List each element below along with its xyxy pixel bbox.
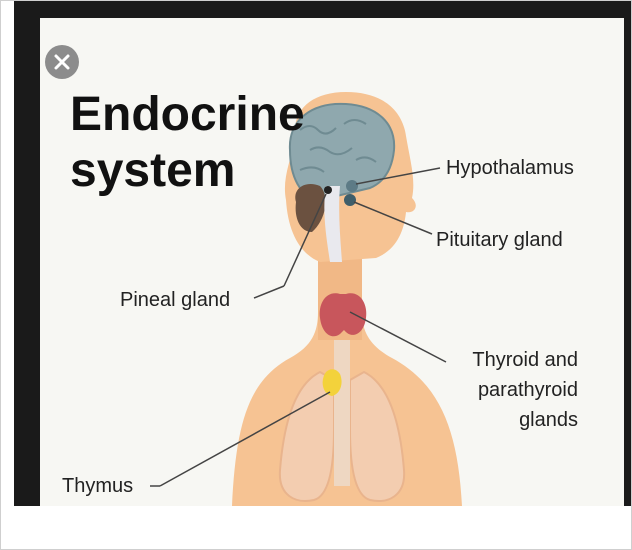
pituitary-gland [344,194,356,206]
label-pineal: Pineal gland [120,289,230,311]
diagram-title-line-2: system [70,144,235,197]
label-hypothalamus: Hypothalamus [446,157,574,179]
label-thyroid-line-2: parathyroid [478,379,578,401]
label-thyroid-line-1: Thyroid and [472,349,578,371]
label-thyroid-line-3: glands [519,409,578,431]
pineal-line-tail [254,286,284,298]
thyroid-gland [320,293,367,336]
close-icon [45,45,79,79]
hypothalamus-gland [346,180,358,192]
close-button[interactable] [45,45,79,79]
diagram-title-line-1: Endocrine [70,88,305,141]
label-thymus: Thymus [62,475,133,497]
pineal-gland [324,186,332,194]
trachea [334,336,350,486]
label-pituitary: Pituitary gland [436,229,563,251]
